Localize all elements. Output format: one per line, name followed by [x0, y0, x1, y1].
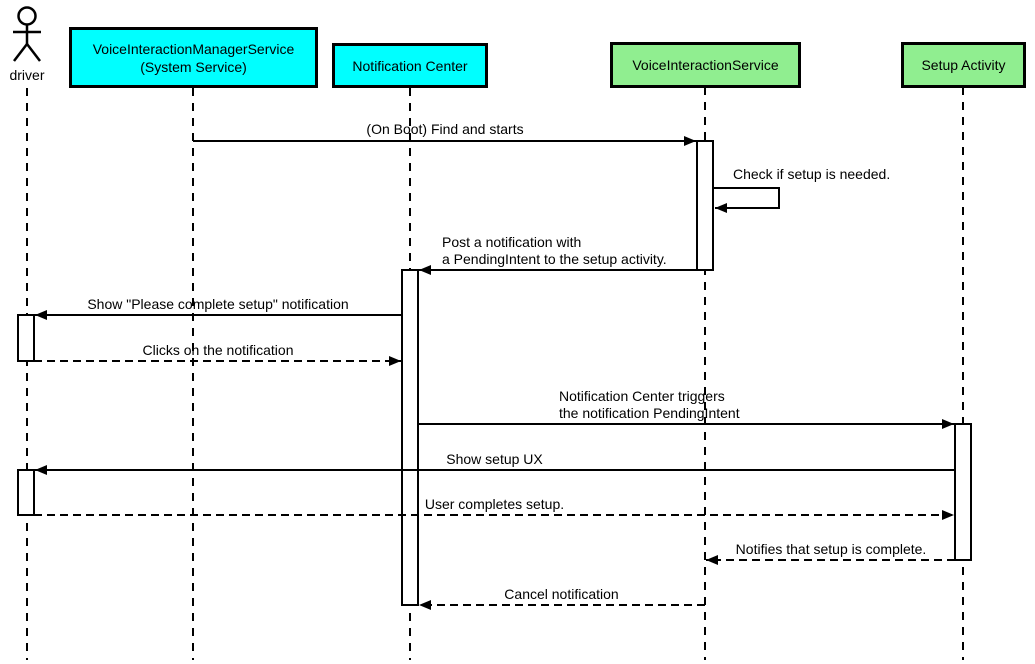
- message-label-user-completes-setup: User completes setup.: [424, 496, 565, 512]
- participant-label: Notification Center: [352, 57, 468, 74]
- participant-label: VoiceInteractionManagerService (System S…: [92, 40, 295, 75]
- message-arrows: [34, 136, 955, 610]
- message-label-check-if-setup-needed: Check if setup is needed.: [733, 166, 891, 182]
- activation-bars: [17, 140, 972, 606]
- message-label-on-boot-find-and-starts: (On Boot) Find and starts: [366, 121, 524, 137]
- activation-driver-2: [17, 469, 35, 516]
- activation-driver-1: [17, 314, 35, 362]
- participant-box-voice-interaction-service: VoiceInteractionService: [610, 42, 801, 88]
- activation-setup-activity: [954, 423, 972, 561]
- message-label-post-notification: Post a notification with a PendingIntent…: [442, 234, 667, 267]
- message-label-triggers-pending-intent: Notification Center triggers the notific…: [559, 388, 740, 421]
- actor-right-leg: [26, 43, 41, 62]
- actor-head: [17, 6, 37, 26]
- message-label-show-complete-setup-notification: Show "Please complete setup" notificatio…: [87, 296, 349, 312]
- actor-left-leg: [13, 43, 28, 62]
- participant-label: VoiceInteractionService: [632, 57, 779, 73]
- participant-box-setup-activity: Setup Activity: [901, 42, 1026, 88]
- actor-figure-driver: [13, 6, 41, 62]
- arrow-check-if-setup-needed: [713, 187, 780, 213]
- message-label-show-setup-ux: Show setup UX: [446, 451, 543, 467]
- message-label-notifies-setup-complete: Notifies that setup is complete.: [735, 541, 927, 557]
- activation-notification-center: [401, 269, 419, 606]
- actor-label-driver: driver: [9, 67, 45, 83]
- participant-label: Setup Activity: [921, 57, 1006, 73]
- participant-box-voice-interaction-manager-service: VoiceInteractionManagerService (System S…: [69, 27, 318, 88]
- message-label-clicks-on-notification: Clicks on the notification: [142, 342, 294, 358]
- message-label-cancel-notification: Cancel notification: [504, 586, 619, 602]
- activation-voice-interaction-service: [696, 140, 714, 271]
- participant-box-notification-center: Notification Center: [332, 43, 488, 88]
